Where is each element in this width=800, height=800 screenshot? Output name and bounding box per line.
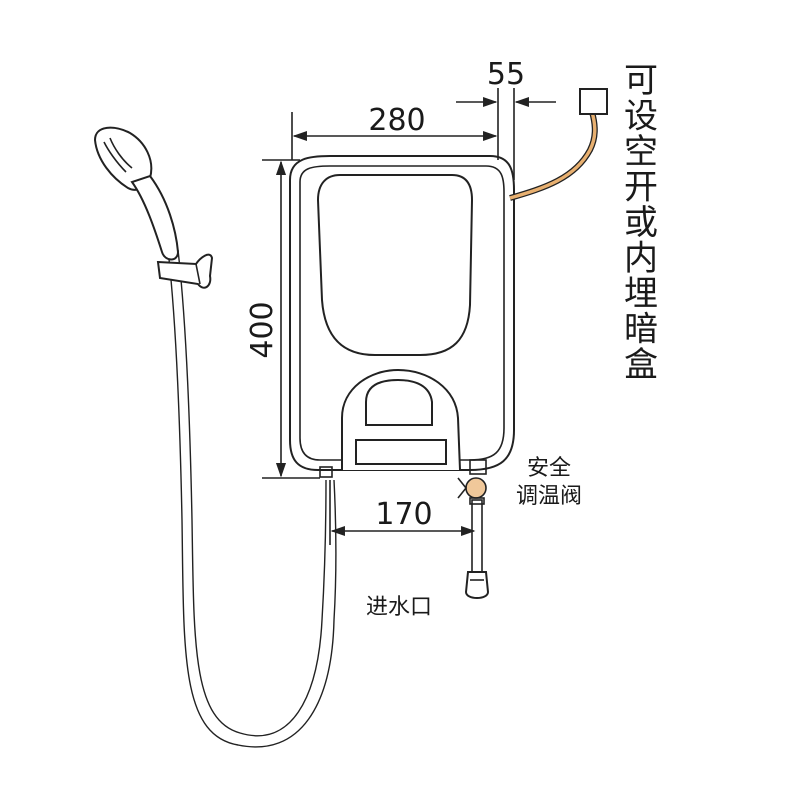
power-cable	[509, 111, 598, 201]
breaker-note-char: 可	[624, 61, 658, 101]
inlet-pipe	[464, 499, 490, 599]
dimension-inlet-offset-label: 170	[375, 497, 432, 532]
dimension-gap	[456, 88, 556, 180]
valve-label-line1: 安全	[527, 456, 571, 481]
breaker-note-char: 内	[624, 239, 658, 279]
breaker-note-char: 设	[624, 97, 658, 137]
water-heater-icon	[289, 155, 515, 478]
breaker-note-char: 暗	[624, 310, 658, 350]
dimension-gap-label: 55	[487, 57, 525, 92]
breaker-note-char: 开	[624, 168, 658, 208]
breaker-note-char: 或	[624, 203, 658, 243]
breaker-note-char: 空	[624, 132, 658, 172]
shower-hose	[167, 249, 337, 748]
dimension-width-label: 280	[368, 103, 425, 138]
dimension-inlet-offset	[329, 480, 476, 545]
dimension-width	[291, 88, 499, 160]
breaker-note-char: 盒	[624, 345, 658, 385]
shower-head-icon	[93, 126, 214, 289]
junction-box-icon	[579, 88, 608, 115]
dimension-height-label: 400	[245, 301, 280, 358]
valve-label-line2: 调温阀	[516, 484, 582, 509]
valve-icon	[457, 477, 487, 505]
dimension-height	[262, 159, 320, 479]
inlet-label: 进水口	[366, 595, 432, 620]
breaker-note-char: 埋	[624, 274, 658, 314]
